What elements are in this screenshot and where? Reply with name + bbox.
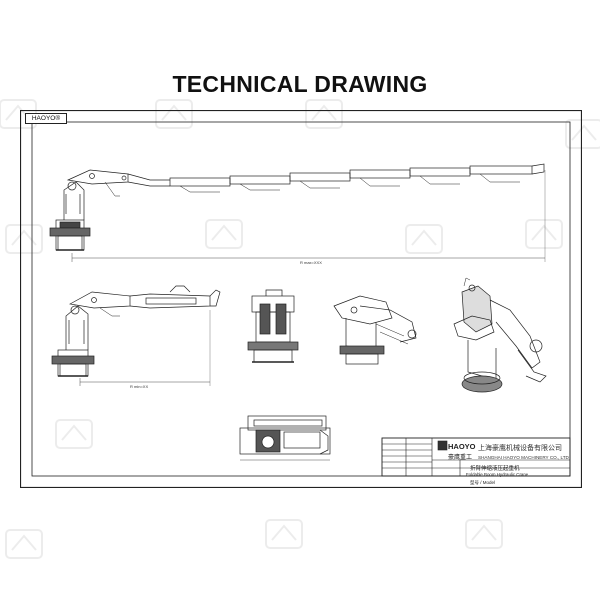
dimension-label-min: R min=XX: [130, 384, 149, 389]
watermark-icon: [465, 519, 503, 549]
watermark-icon: [5, 529, 43, 559]
watermark-icon: [265, 519, 303, 549]
title-block-logo-cn: 豪鹰重工: [448, 454, 473, 461]
front-view: [247, 289, 299, 363]
sheet-outer-border: [20, 110, 582, 488]
isometric-view: [453, 277, 547, 393]
title-block-logo: HAOYO: [448, 442, 476, 451]
watermark-icon: [405, 224, 443, 254]
watermark-icon: [155, 99, 193, 129]
title-block-model: 型号 / Model: [470, 480, 496, 485]
sheet-inner-border: [31, 121, 571, 477]
brand-tag: HAOYO®: [25, 113, 67, 124]
watermark-icon: [205, 219, 243, 249]
watermark-icon: [55, 419, 93, 449]
watermark-icon: [565, 119, 600, 149]
title-block-company-en: SHANGHAI HAOYO MACHINERY CO., LTD: [478, 455, 569, 460]
title-block-product-cn: 折臂伸缩液压起重机: [470, 466, 520, 472]
folded-crane-view: [51, 285, 221, 386]
top-view: [239, 415, 331, 461]
watermark-icon: [305, 99, 343, 129]
page-title: TECHNICAL DRAWING: [172, 71, 428, 97]
title-block: [381, 437, 571, 477]
dimension-label-max: R max=XXX: [300, 260, 322, 265]
watermark-icon: [525, 219, 563, 249]
extended-crane-view: [49, 163, 546, 262]
title-block-company-cn: 上海豪鹰机械设备有限公司: [478, 444, 562, 452]
stowed-iso-view: [333, 295, 417, 365]
drawing-sheet: [20, 110, 582, 488]
title-block-product-en: Foldable Boom Hydraulic Crane: [466, 472, 529, 477]
